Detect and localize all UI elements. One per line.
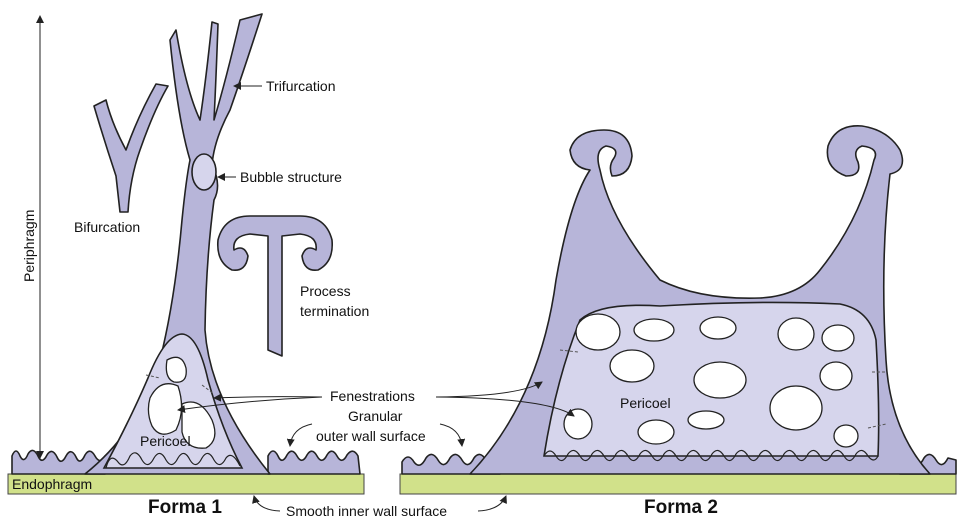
fenestration: [166, 357, 186, 382]
forma-1-label: Forma 1: [148, 497, 222, 518]
fenestration: [700, 317, 736, 339]
granular-label-1: Granular: [348, 408, 403, 424]
fenestration: [638, 420, 674, 444]
process-termination-label-2: termination: [300, 303, 369, 319]
bubble-structure-label: Bubble structure: [240, 169, 342, 185]
periphragm-label: Periphragm: [21, 210, 37, 282]
fenestration: [770, 386, 822, 430]
fenestration: [822, 325, 854, 351]
pericoel-label-forma-2: Pericoel: [620, 395, 671, 411]
endophragm-label: Endophragm: [12, 476, 92, 492]
fenestration: [576, 314, 620, 350]
bifurcation-label: Bifurcation: [74, 219, 140, 235]
fenestration: [688, 411, 724, 429]
bubble-structure: [192, 154, 216, 190]
fenestration: [634, 319, 674, 341]
fenestration: [610, 350, 654, 382]
fenestrations-label: Fenestrations: [330, 388, 415, 404]
fenestration: [778, 318, 814, 350]
endophragm-band-forma-2: [400, 474, 956, 494]
forma-2-diagram: [402, 126, 956, 474]
fenestration: [834, 425, 858, 447]
granular-label-2: outer wall surface: [316, 428, 426, 444]
fenestration: [148, 384, 181, 434]
fenestration: [564, 409, 592, 439]
forma-2-label: Forma 2: [644, 497, 718, 518]
trifurcation-label: Trifurcation: [266, 78, 336, 94]
fenestration: [694, 362, 746, 398]
process-termination-label-1: Process: [300, 283, 351, 299]
fenestration: [820, 362, 852, 390]
smooth-inner-wall-label: Smooth inner wall surface: [286, 503, 447, 519]
pericoel-label-forma-1: Pericoel: [140, 433, 191, 449]
bifurcation-process: [94, 84, 168, 212]
